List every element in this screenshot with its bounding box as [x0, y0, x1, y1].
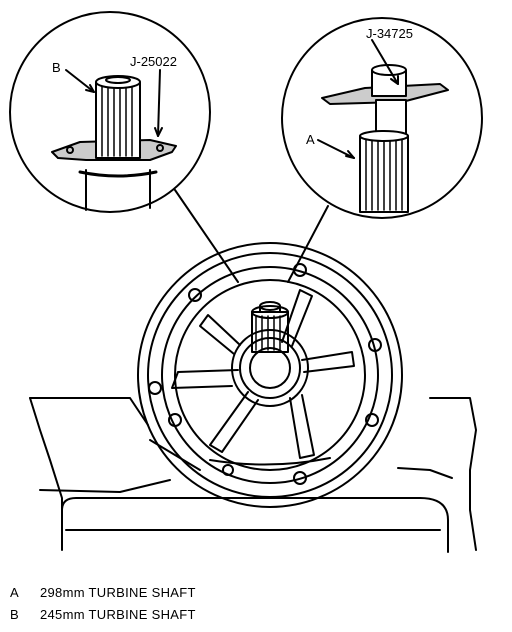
- detail-leaders: [174, 189, 329, 283]
- transmission-case: [29, 397, 477, 553]
- label-j-25022: J-25022: [130, 54, 177, 69]
- label-j-34725: J-34725: [366, 26, 413, 41]
- label-a: A: [306, 132, 315, 147]
- label-b: B: [52, 60, 61, 75]
- legend-item-a: A 298mm TURBINE SHAFT: [10, 582, 196, 604]
- legend: A 298mm TURBINE SHAFT B 245mm TURBINE SH…: [10, 582, 196, 626]
- legend-key: B: [10, 607, 19, 622]
- legend-item-b: B 245mm TURBINE SHAFT: [10, 604, 196, 626]
- legend-text: 298mm TURBINE SHAFT: [40, 585, 196, 600]
- detail-circle-right: [281, 17, 483, 219]
- legend-key: A: [10, 585, 19, 600]
- legend-text: 245mm TURBINE SHAFT: [40, 607, 196, 622]
- turbine-shaft-diagram: B J-25022 J-34725 A: [9, 11, 483, 553]
- pump-cover: [137, 242, 403, 508]
- detail-circle-left: [9, 11, 211, 213]
